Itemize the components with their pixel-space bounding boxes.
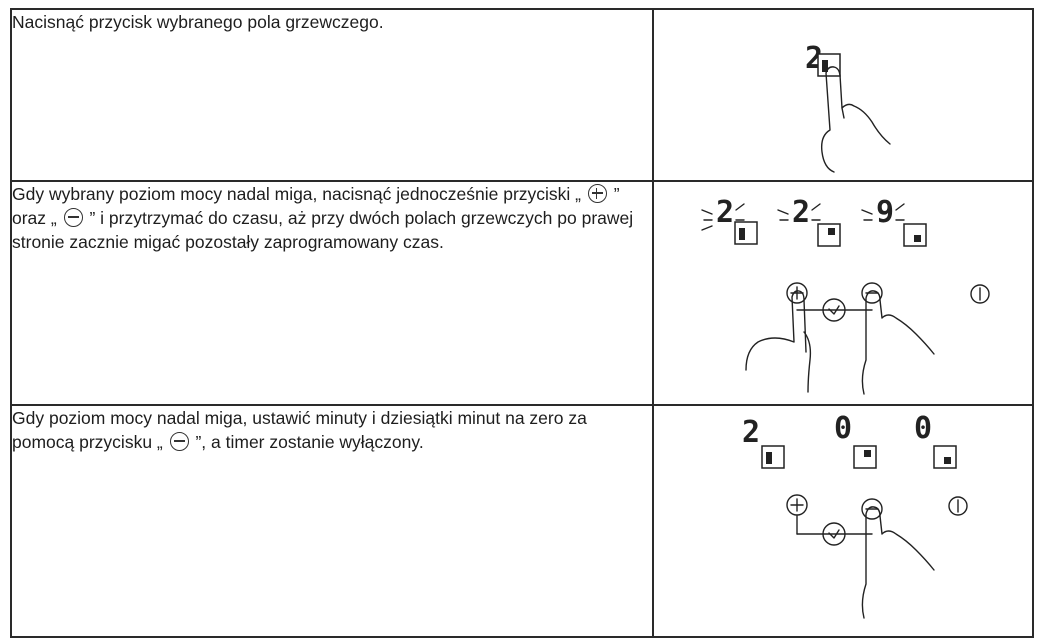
step-2-figure: 2 2 9 xyxy=(652,180,1034,406)
zone-display-3: 0 xyxy=(914,411,957,469)
cooktop-selection-illustration: 2 xyxy=(805,41,891,173)
instruction-table: Nacisnąć przycisk wybranego pola grzewcz… xyxy=(10,8,1034,638)
plus-circle-icon xyxy=(587,184,607,203)
zone-display-2: 0 xyxy=(834,411,877,469)
digit-2: 2 xyxy=(742,415,760,450)
step-1-figure: 2 xyxy=(652,8,1034,182)
finger-hand-icon xyxy=(820,66,891,173)
step-3-text-part: ”, a timer zostanie wyłączony. xyxy=(190,432,424,452)
digit-0: 0 xyxy=(834,411,852,446)
timer-off-illustration: 2 0 0 xyxy=(742,411,968,619)
minus-circle-icon xyxy=(861,282,883,304)
finger-hand-icon xyxy=(861,290,935,395)
step-2-text-part: Gdy wybrany poziom mocy nadal miga, naci… xyxy=(12,184,586,204)
digit-0: 0 xyxy=(914,411,932,446)
plus-circle-icon xyxy=(786,282,808,304)
step-3-figure: 2 0 0 xyxy=(652,404,1034,638)
step-row-2: Gdy wybrany poziom mocy nadal miga, naci… xyxy=(10,180,1034,406)
timer-icon xyxy=(822,522,846,546)
cooking-zone-icon xyxy=(817,53,841,77)
digit-9: 9 xyxy=(876,195,894,230)
blink-display-2: 2 xyxy=(777,195,841,247)
plus-circle-icon xyxy=(786,494,808,516)
timer-display-illustration: 2 2 9 xyxy=(701,195,990,395)
finger-hand-icon xyxy=(861,506,935,619)
step-row-3: Gdy poziom mocy nadal miga, ustawić minu… xyxy=(10,404,1034,638)
power-icon xyxy=(970,284,990,304)
blink-display-3: 9 xyxy=(861,195,927,247)
step-row-1: Nacisnąć przycisk wybranego pola grzewcz… xyxy=(10,8,1034,182)
power-icon xyxy=(948,496,968,516)
digit-2: 2 xyxy=(792,195,810,230)
digit-2: 2 xyxy=(716,195,734,230)
step-2-text-part: ” i przytrzymać do czasu, aż przy dwóch … xyxy=(12,208,634,252)
minus-circle-icon xyxy=(169,432,189,451)
minus-circle-icon xyxy=(63,208,83,227)
control-panel xyxy=(786,494,968,546)
timer-icon xyxy=(822,298,846,322)
step-2-text: Gdy wybrany poziom mocy nadal miga, naci… xyxy=(10,180,654,406)
step-3-text: Gdy poziom mocy nadal miga, ustawić minu… xyxy=(10,404,654,638)
step-1-text: Nacisnąć przycisk wybranego pola grzewcz… xyxy=(10,8,654,182)
step-1-text-line: Nacisnąć przycisk wybranego pola grzewcz… xyxy=(12,12,384,32)
finger-line xyxy=(841,107,845,119)
step-2-text-part: ” oraz „ xyxy=(12,184,620,228)
zone-display-1: 2 xyxy=(742,415,785,469)
blink-display-1: 2 xyxy=(701,195,758,245)
minus-circle-icon xyxy=(861,498,883,520)
step-3-text-part: Gdy poziom mocy nadal miga, ustawić minu… xyxy=(12,408,587,452)
finger-hand-icon xyxy=(745,290,812,393)
